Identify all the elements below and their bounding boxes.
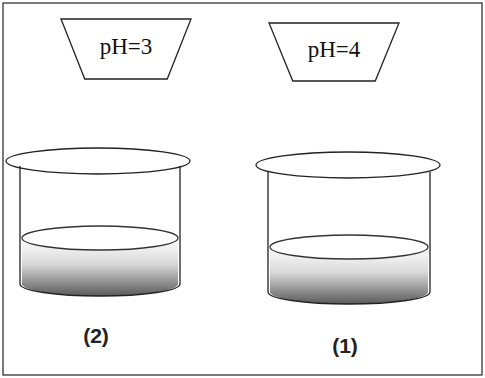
- frame-border: [3, 3, 482, 375]
- liquid-surface: [22, 226, 178, 250]
- ph-value: pH=4: [308, 37, 361, 67]
- beaker-wall: [20, 166, 180, 296]
- beaker-wall: [268, 172, 430, 304]
- beaker-rim: [6, 148, 190, 174]
- ph-value: pH=3: [100, 34, 153, 64]
- beaker-left: [6, 148, 190, 296]
- trapezoid-label: pH=4: [268, 22, 400, 82]
- trapezoid-label: pH=3: [60, 18, 192, 80]
- beaker-number: (2): [83, 324, 109, 348]
- beaker-right: [256, 152, 440, 304]
- beaker-number: (1): [332, 334, 358, 358]
- trapezoid-path: [61, 19, 191, 79]
- liquid-surface: [270, 235, 428, 259]
- trapezoid-path: [269, 23, 399, 81]
- beaker-rim: [256, 152, 440, 178]
